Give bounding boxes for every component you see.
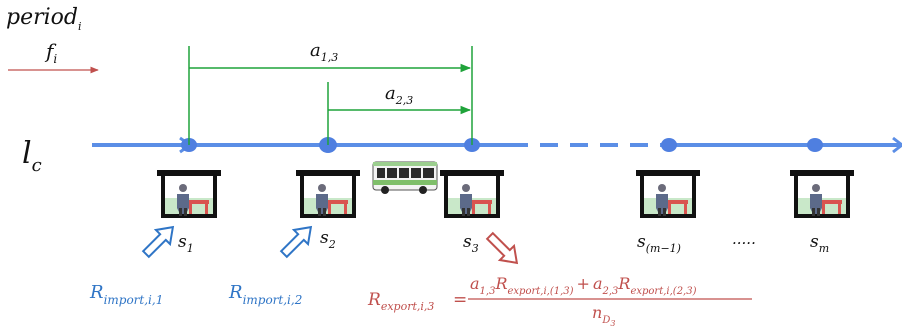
r-export-numerator: a1,3Rexport,i,(1,3)+a2,3Rexport,i,(2,3) — [470, 274, 697, 297]
a23-label: a2,3 — [385, 83, 413, 107]
stop-dot-m — [807, 138, 823, 152]
r-export-denominator: nD3 — [592, 303, 615, 328]
bus-stop-shelter-icon — [790, 170, 854, 218]
a13-label: a1,3 — [310, 40, 338, 64]
period-label: periodi — [6, 5, 82, 33]
stop-label-1: s1 — [178, 232, 194, 255]
r-export-lhs: Rexport,i,3 — [367, 290, 434, 313]
bus-stop-shelter-icon — [296, 170, 360, 218]
stop-label-m: sm — [810, 232, 829, 255]
bus-stop-shelter-icon — [440, 170, 504, 218]
import-arrow-icon — [141, 225, 175, 259]
stop-dot-m-1 — [661, 138, 677, 152]
frequency-label: fi — [44, 39, 57, 66]
route-end-arrow-icon — [892, 136, 902, 154]
line-label: lc — [22, 136, 42, 176]
r-import-1-label: Rimport,i,1 — [89, 282, 163, 307]
import-arrow-icon — [279, 225, 313, 259]
bus-icon — [372, 161, 438, 194]
stop-label-3: s3 — [463, 232, 479, 255]
stop-label-m-1: s(m−1) — [637, 232, 681, 255]
r-import-2-label: Rimport,i,2 — [228, 282, 302, 307]
bus-stop-shelter-icon — [636, 170, 700, 218]
bus-stop-shelter-icon — [157, 170, 221, 218]
r-export-equation: Rexport,i,3 = a1,3Rexport,i,(1,3)+a2,3Re… — [367, 274, 752, 328]
export-arrow-icon — [485, 231, 519, 265]
stop-label-2: s2 — [320, 228, 336, 251]
ellipsis: ..... — [732, 230, 756, 248]
equals-sign: = — [453, 290, 467, 310]
